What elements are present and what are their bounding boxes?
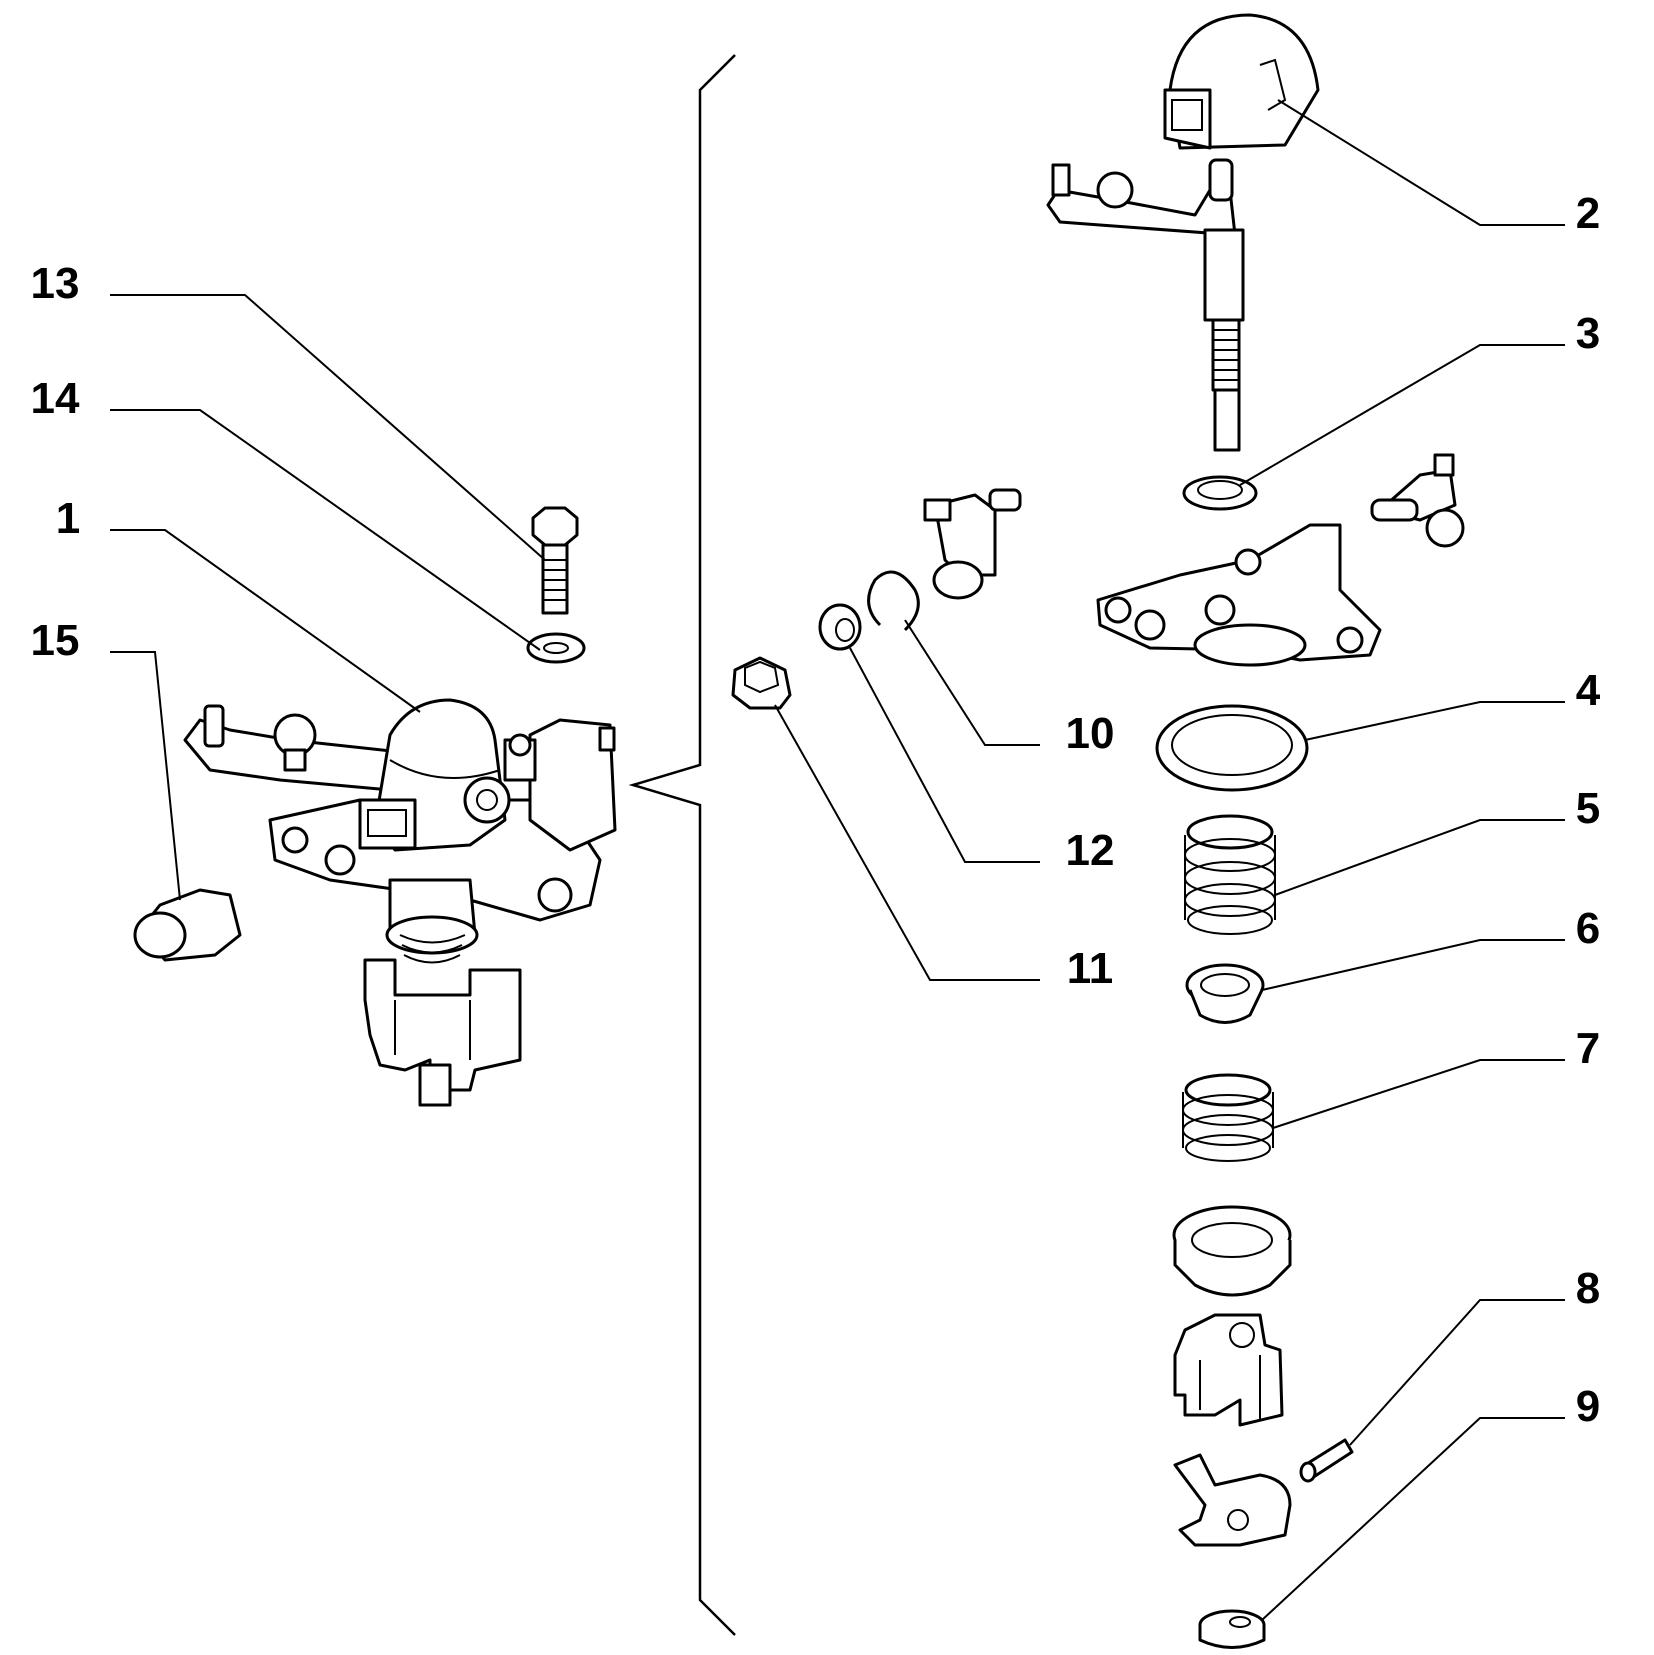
part-6-spring-seat <box>1185 963 1265 1024</box>
callout-5: 5 <box>1576 784 1600 833</box>
part-8-pin <box>1299 1438 1354 1483</box>
part-12-washer <box>818 603 862 651</box>
fork-lever <box>1173 1453 1292 1547</box>
leader-3 <box>1239 344 1565 486</box>
part-5-spring <box>1184 814 1276 935</box>
leader-4 <box>1304 701 1565 741</box>
leader-13 <box>110 294 546 561</box>
leader-15 <box>110 651 181 901</box>
interlock-lever <box>1370 453 1465 548</box>
leader-10 <box>904 619 1040 746</box>
callout-labels: 2 3 4 5 6 7 8 9 10 11 12 13 14 1 15 <box>31 189 1601 1431</box>
part-10-circlip <box>867 570 920 632</box>
part-14-washer <box>526 632 586 664</box>
leader-lines <box>110 99 1565 1621</box>
leader-6 <box>1261 939 1565 991</box>
part-4-o-ring <box>1155 704 1309 792</box>
callout-13: 13 <box>31 259 80 308</box>
leader-11 <box>774 704 1040 981</box>
yoke-block <box>1173 1313 1284 1427</box>
callout-6: 6 <box>1576 904 1600 953</box>
part-9-ring <box>1198 1609 1266 1649</box>
part-3-seal <box>1182 475 1258 511</box>
part-13-bolt <box>531 506 579 615</box>
part-15-plug <box>133 888 242 962</box>
callout-1: 1 <box>56 494 80 543</box>
callout-11: 11 <box>1067 944 1114 993</box>
leader-7 <box>1272 1059 1565 1129</box>
part-7-spring <box>1182 1073 1274 1162</box>
leader-8 <box>1349 1299 1565 1446</box>
selector-shaft <box>1046 158 1245 452</box>
callout-14: 14 <box>31 374 80 423</box>
housing-base-plate <box>1096 523 1382 667</box>
leader-12 <box>849 647 1040 863</box>
leader-14 <box>110 409 541 651</box>
callout-4: 4 <box>1576 666 1601 715</box>
leader-9 <box>1261 1417 1565 1621</box>
leader-5 <box>1274 819 1565 896</box>
part-2-cap <box>1163 13 1320 150</box>
callout-2: 2 <box>1576 189 1600 238</box>
callout-15: 15 <box>31 616 80 665</box>
callout-8: 8 <box>1576 1264 1600 1313</box>
callout-3: 3 <box>1576 309 1600 358</box>
callout-10: 10 <box>1066 709 1115 758</box>
part-11-nut <box>731 656 792 710</box>
part-1-assembly <box>183 698 617 1107</box>
callout-7: 7 <box>1576 1024 1600 1073</box>
callout-9: 9 <box>1576 1382 1600 1431</box>
leader-2 <box>1277 99 1565 226</box>
group-bracket <box>628 54 736 1636</box>
bushing <box>1172 1205 1292 1297</box>
selector-finger <box>923 488 1022 600</box>
callout-12: 12 <box>1066 826 1115 875</box>
leader-1 <box>110 529 421 713</box>
